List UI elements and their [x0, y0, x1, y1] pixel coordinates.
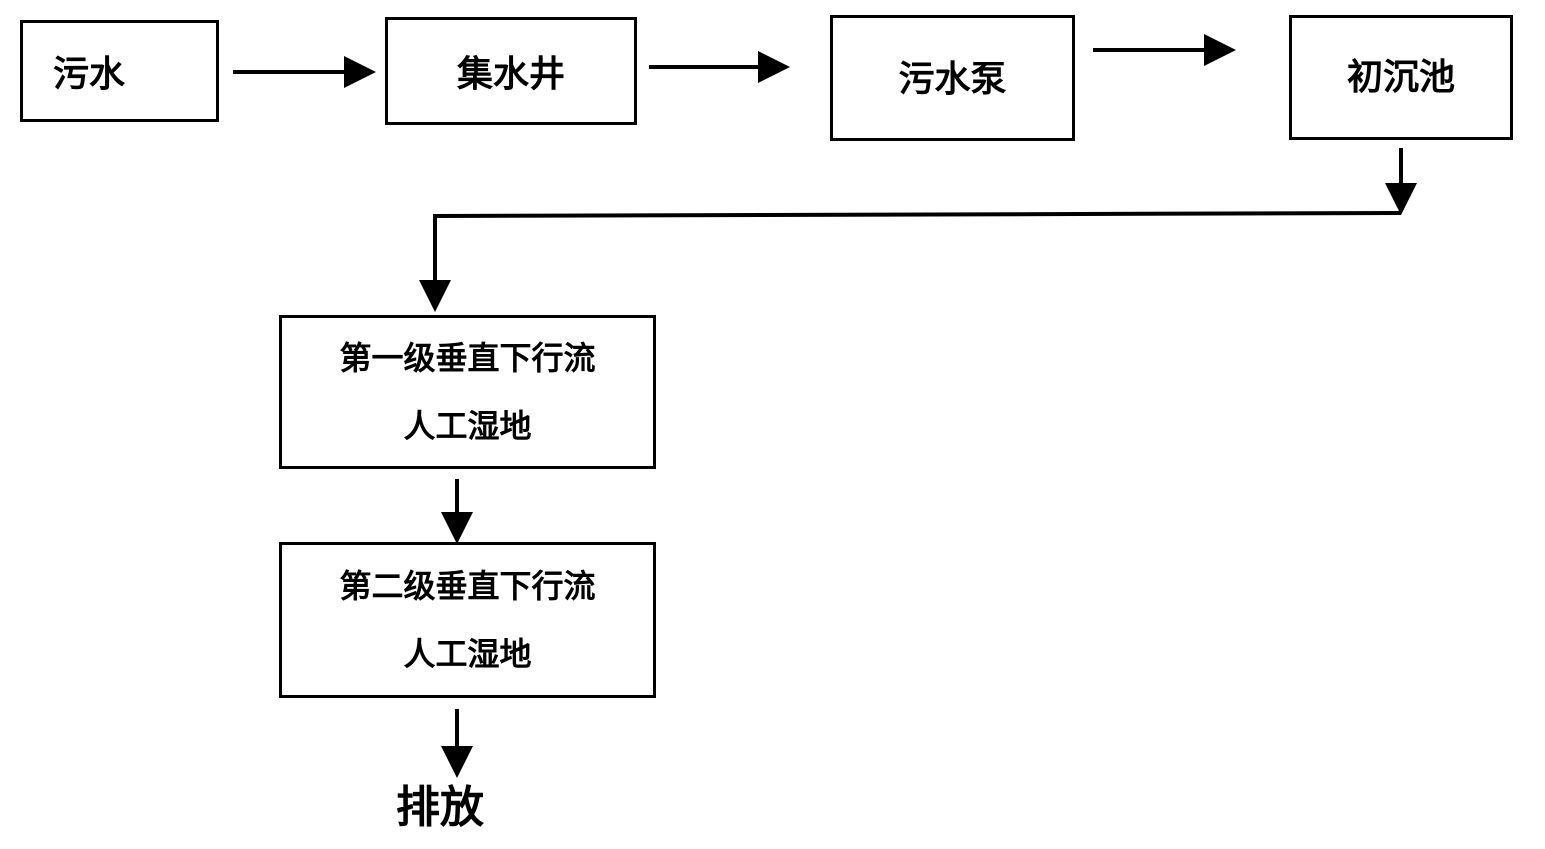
- wetland-stage-2-title: 第二级垂直下行流: [339, 567, 596, 605]
- wetland-stage-2-subtitle: 人工湿地: [403, 635, 532, 673]
- wetland-stage-2-box: 第二级垂直下行流 人工湿地: [279, 542, 656, 698]
- collection-well-box: 集水井: [385, 17, 637, 125]
- connector-to-stage-1: [419, 211, 1402, 312]
- sewage-pump-label: 污水泵: [898, 59, 1007, 100]
- sewage-box: 污水: [20, 20, 219, 122]
- wetland-stage-1-subtitle: 人工湿地: [403, 407, 532, 445]
- discharge-label: 排放: [396, 782, 484, 833]
- sewage-label: 污水: [53, 54, 126, 95]
- primary-sedimentation-tank-box: 初沉池: [1289, 15, 1513, 140]
- collection-well-label: 集水井: [456, 54, 565, 95]
- sewage-pump-box: 污水泵: [830, 15, 1075, 141]
- primary-sedimentation-tank-label: 初沉池: [1346, 57, 1455, 98]
- wetland-stage-1-box: 第一级垂直下行流 人工湿地: [279, 315, 656, 469]
- wetland-stage-1-title: 第一级垂直下行流: [339, 339, 596, 377]
